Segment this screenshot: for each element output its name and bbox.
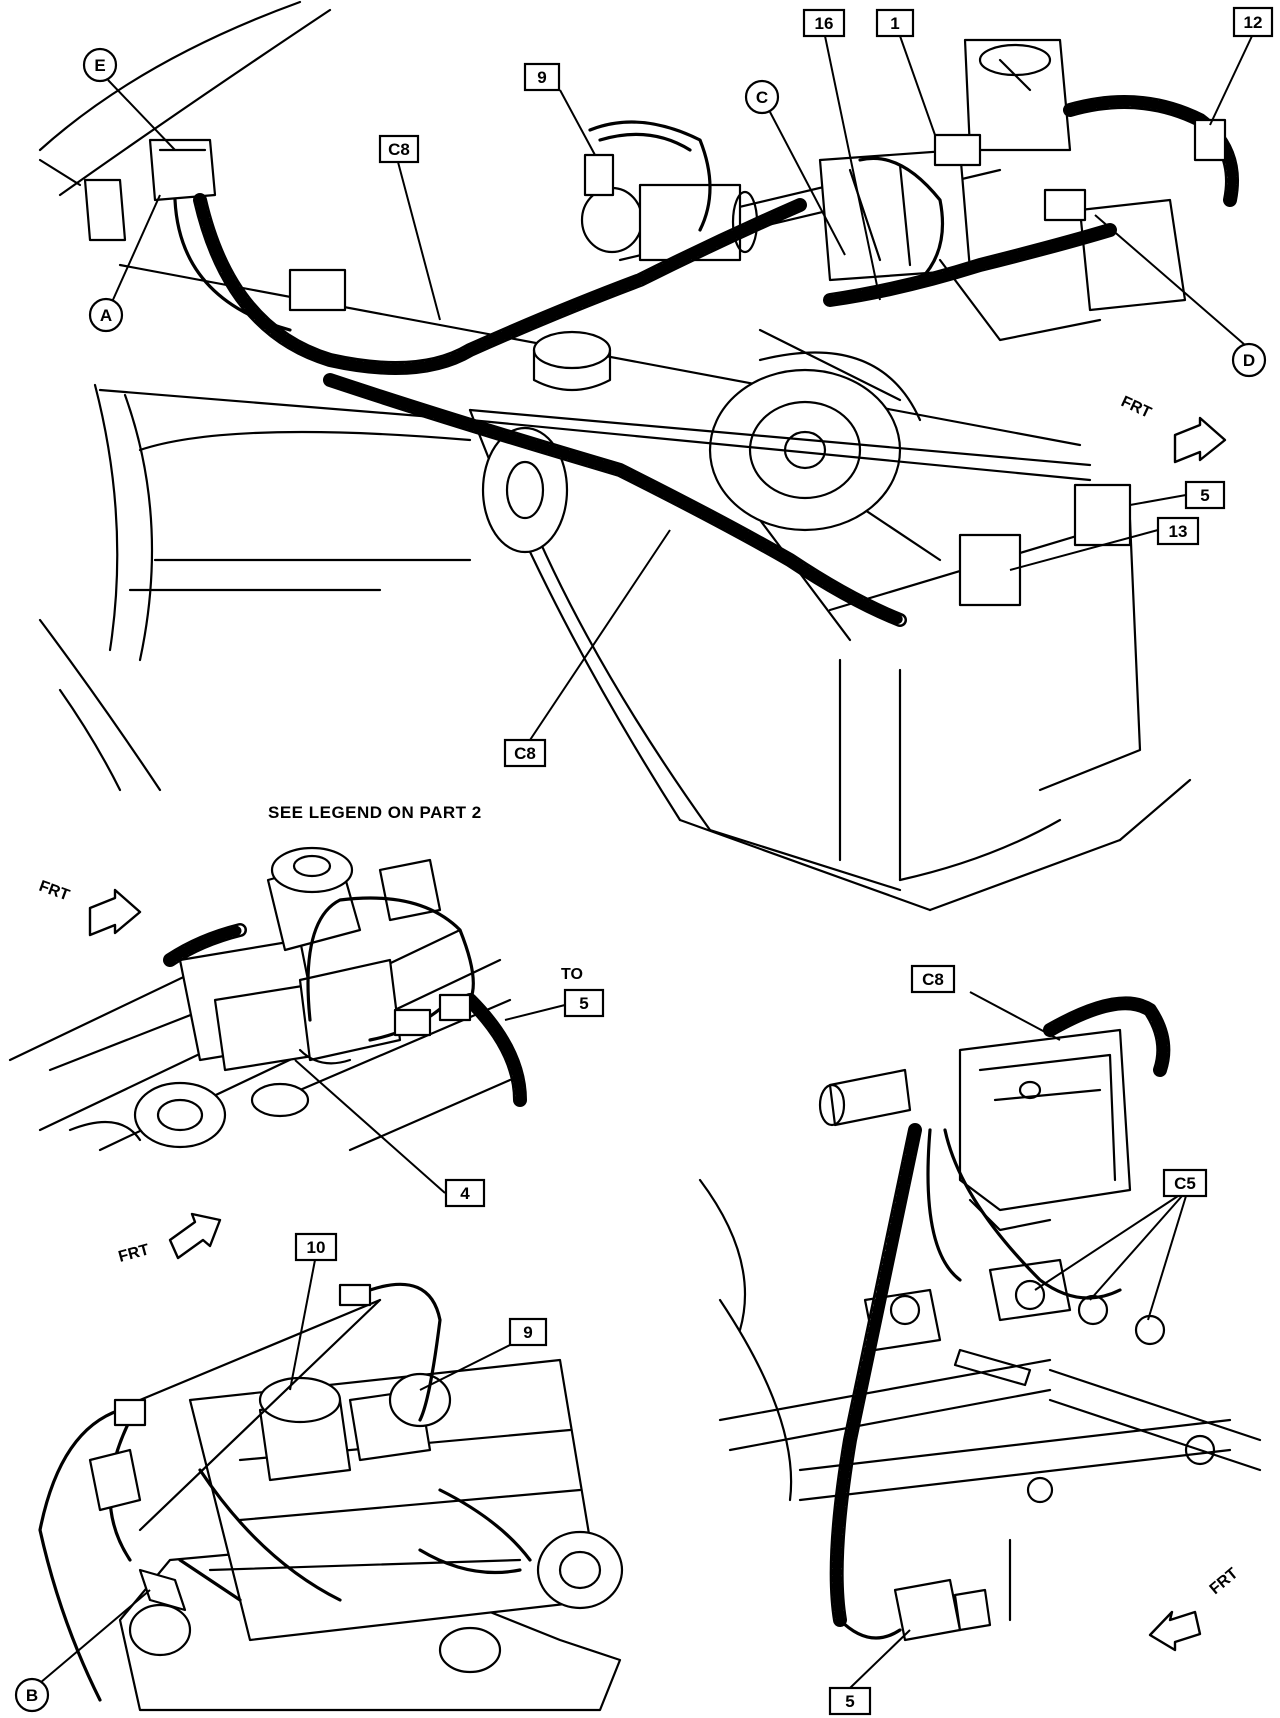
callout-C8-upper: C8 — [378, 134, 441, 321]
callout-9-upper: 9 — [523, 62, 596, 156]
callout-C8-middle: C8 — [503, 529, 671, 768]
callout-16: 16 — [802, 8, 881, 301]
callout-C8-right: C8 — [910, 964, 1061, 1041]
svg-text:C5: C5 — [1174, 1174, 1196, 1193]
callout-9-lower: 9 — [419, 1317, 548, 1391]
callout-C: C — [744, 79, 846, 256]
callout-5-upper: 5 — [1129, 480, 1226, 510]
engine-compartment-view — [38, 0, 1239, 912]
svg-text:C8: C8 — [514, 744, 536, 763]
callout-B: B — [14, 1589, 151, 1713]
svg-text:FRT: FRT — [37, 878, 72, 905]
front-arrow-bottom-left: FRT — [117, 1212, 222, 1266]
callout-5-bottom: 5 — [828, 1629, 911, 1716]
svg-text:E: E — [94, 56, 105, 75]
svg-text:5: 5 — [579, 994, 588, 1013]
svg-text:FRT: FRT — [117, 1241, 152, 1266]
legend-note: SEE LEGEND ON PART 2 — [268, 803, 482, 822]
callout-12: 12 — [1209, 6, 1274, 126]
svg-text:C8: C8 — [922, 970, 944, 989]
svg-text:FRT: FRT — [1207, 1565, 1242, 1598]
svg-text:12: 12 — [1244, 13, 1263, 32]
svg-text:5: 5 — [845, 1692, 854, 1711]
svg-text:1: 1 — [890, 14, 899, 33]
bottom-left-engine-view — [38, 1282, 624, 1712]
svg-text:C: C — [756, 88, 768, 107]
svg-text:13: 13 — [1169, 522, 1188, 541]
callout-10: 10 — [289, 1232, 338, 1391]
callout-D: D — [1094, 214, 1267, 378]
callout-E: E — [82, 47, 176, 151]
callout-to-5: TO 5 — [504, 966, 605, 1021]
svg-text:C8: C8 — [388, 140, 410, 159]
callout-A: A — [88, 194, 161, 333]
middle-left-engine-view — [8, 846, 527, 1152]
front-arrow-bottom-right: FRT — [1148, 1565, 1242, 1652]
svg-text:TO: TO — [561, 966, 583, 983]
svg-text:B: B — [26, 1686, 38, 1705]
callout-C5: C5 — [1034, 1168, 1208, 1321]
svg-text:D: D — [1243, 351, 1255, 370]
callout-1: 1 — [875, 8, 936, 136]
svg-text:4: 4 — [460, 1184, 470, 1203]
svg-text:9: 9 — [523, 1323, 532, 1342]
svg-text:10: 10 — [307, 1238, 326, 1257]
callout-4: 4 — [294, 1059, 486, 1208]
svg-text:5: 5 — [1200, 486, 1209, 505]
front-arrow-middle-left: FRT — [37, 878, 142, 937]
front-arrow-upper: FRT — [1118, 393, 1227, 464]
svg-text:FRT: FRT — [1118, 393, 1154, 422]
callout-13: 13 — [1009, 516, 1200, 571]
svg-text:16: 16 — [815, 14, 834, 33]
svg-text:9: 9 — [537, 68, 546, 87]
svg-text:A: A — [100, 306, 112, 325]
bottom-right-computer-view — [698, 996, 1262, 1642]
